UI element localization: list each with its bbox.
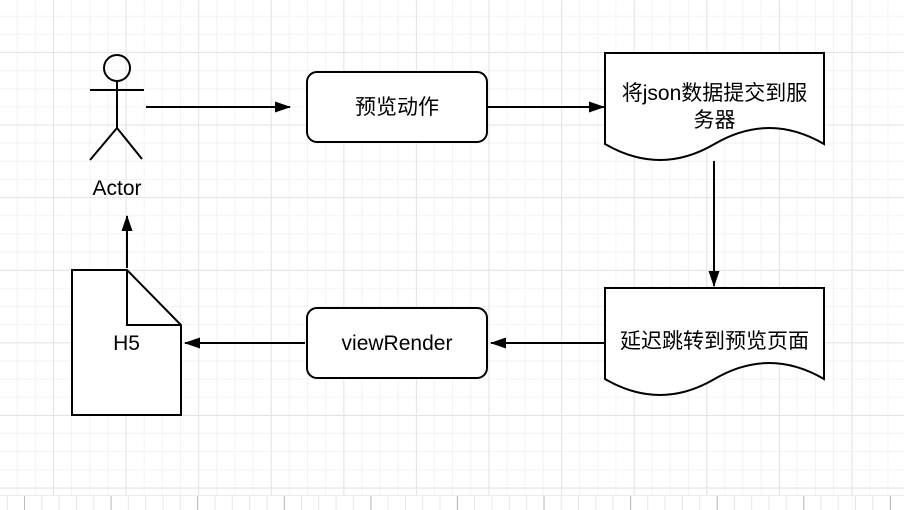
bottom-ruler-strip: [0, 495, 904, 510]
actor-head: [103, 54, 131, 82]
view-render-label[interactable]: viewRender: [341, 331, 453, 355]
delayed-redirect-label[interactable]: 延迟跳转到预览页面: [620, 330, 809, 353]
submit-json-node[interactable]: [604, 52, 825, 161]
actor-label[interactable]: Actor: [92, 177, 142, 200]
h5-label[interactable]: H5: [113, 332, 140, 355]
submit-json-label[interactable]: 将json数据提交到服 务器: [621, 82, 808, 132]
actor-left-leg: [89, 127, 118, 161]
delayed-redirect-node[interactable]: [604, 287, 825, 396]
preview-action-label[interactable]: 预览动作: [355, 95, 439, 119]
actor-right-leg: [116, 127, 143, 160]
preview-action-node[interactable]: [306, 71, 488, 143]
actor-node[interactable]: [89, 54, 144, 161]
h5-note-outline: [71, 269, 182, 416]
h5-note-fold: [126, 270, 181, 326]
view-render-node[interactable]: [306, 307, 488, 379]
h5-node[interactable]: [71, 269, 182, 416]
